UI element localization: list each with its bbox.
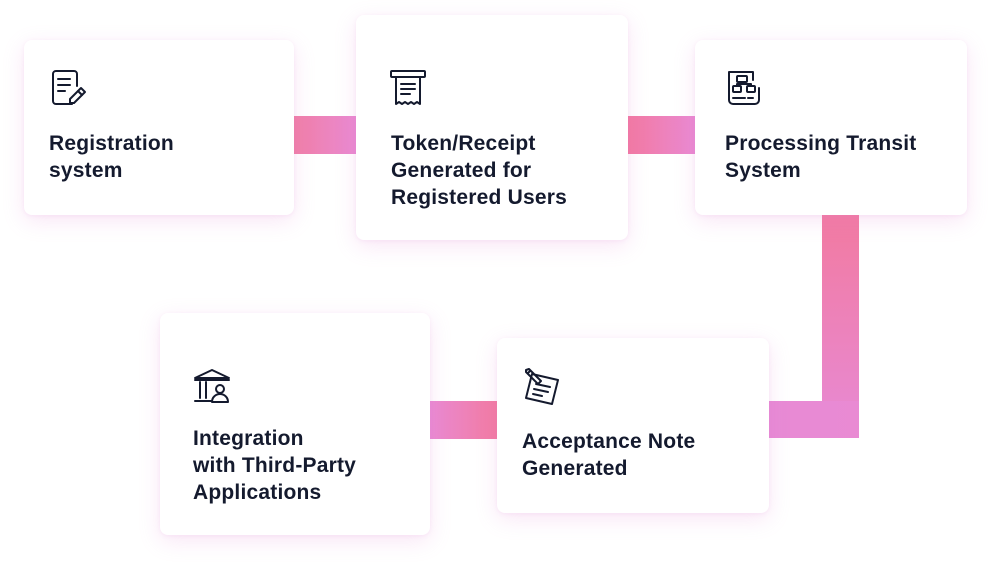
step-card-third-party-integration: Integration with Third-Party Application…	[160, 313, 430, 535]
step-card-acceptance-note: Acceptance Note Generated	[497, 338, 769, 513]
step-card-token-receipt: Token/Receipt Generated for Registered U…	[356, 15, 628, 240]
flowchart-document-icon	[723, 68, 763, 108]
connector-step5-step4	[430, 401, 498, 439]
connector-step1-step2	[292, 116, 358, 154]
connector-step3-step5-horizontal	[766, 401, 859, 438]
step-label: Acceptance Note Generated	[522, 430, 696, 480]
bank-user-icon	[192, 366, 232, 406]
step-label: Integration with Third-Party Application…	[193, 427, 357, 504]
connector-step3-step5-vertical	[822, 212, 859, 438]
step-label: Token/Receipt Generated for Registered U…	[391, 132, 567, 209]
connector-step2-step3	[626, 116, 696, 154]
note-pencil-icon	[522, 366, 562, 406]
step-label: Registration system	[49, 132, 174, 182]
receipt-printer-icon	[388, 68, 428, 108]
document-pen-icon	[48, 68, 88, 108]
step-card-registration: Registration system	[24, 40, 294, 215]
step-label: Processing Transit System	[725, 132, 917, 182]
step-card-processing-transit: Processing Transit System	[695, 40, 967, 215]
